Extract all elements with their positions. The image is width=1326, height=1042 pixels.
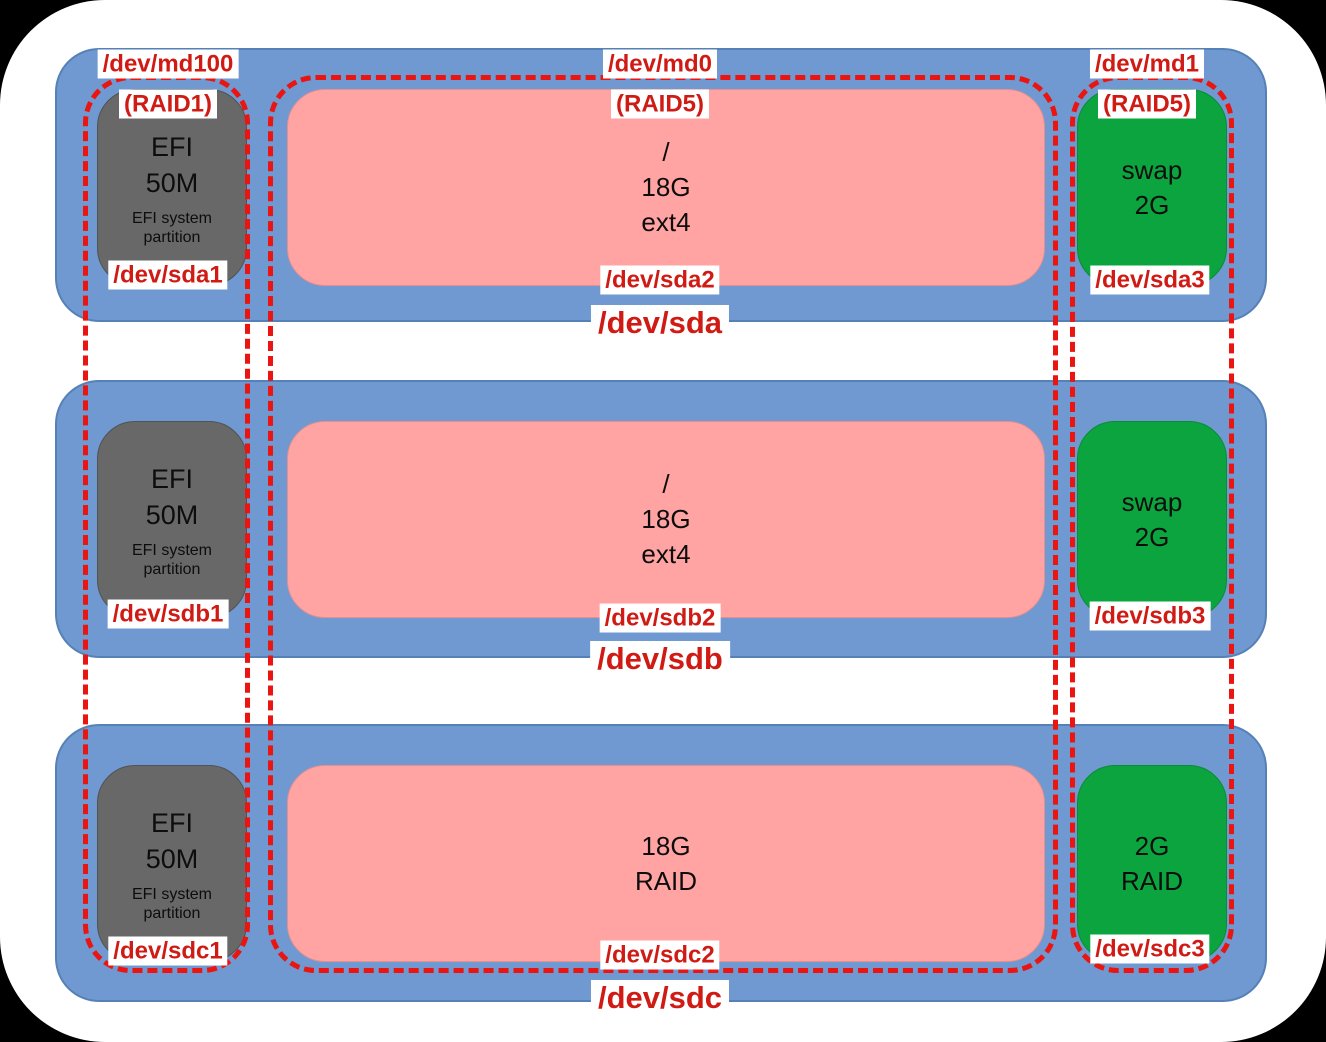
disk-sdc: EFI 50M EFI system partition 18G RAID 2G… (55, 724, 1267, 1002)
device-label-sda1: /dev/sda1 (108, 260, 228, 290)
partition-sdb1-name: EFI (150, 463, 193, 494)
device-label-sdc3: /dev/sdc3 (1090, 934, 1210, 964)
device-label-sda3: /dev/sda3 (1090, 265, 1210, 295)
raid-label-md1: /dev/md1 (1089, 49, 1205, 79)
partition-sdb3-name: swap (1121, 486, 1183, 517)
device-label-sda2: /dev/sda2 (600, 265, 720, 295)
raid-type-label-md0: (RAID5) (611, 89, 709, 119)
partition-sdc1-name: EFI (150, 807, 193, 838)
partition-sda1-desc-line1: EFI system (131, 209, 212, 227)
partition-sdb3: swap 2G (1077, 421, 1227, 618)
partition-sdb1-size: 50M (145, 499, 199, 530)
partition-sda3-size: 2G (1134, 189, 1170, 220)
device-label-sdc2: /dev/sdc2 (600, 940, 720, 970)
partition-sdc2-size: 18G (641, 830, 691, 861)
partition-sda1-size: 50M (145, 167, 199, 198)
partition-sdc1-desc-line1: EFI system (131, 885, 212, 903)
partition-sda3: swap 2G (1077, 89, 1227, 286)
partition-sda2-mountpoint: / (662, 137, 670, 167)
disk-label-sdc: /dev/sdc (590, 980, 730, 1016)
raid-type-label-md1: (RAID5) (1098, 89, 1196, 119)
device-label-sdc1: /dev/sdc1 (108, 936, 228, 966)
raid-label-md100: /dev/md100 (97, 49, 239, 79)
partition-sdb1: EFI 50M EFI system partition (97, 421, 247, 618)
partition-sdb2-mountpoint: / (662, 469, 670, 499)
device-label-sdb2: /dev/sdb2 (599, 603, 721, 633)
partition-sda2: / 18G ext4 (287, 89, 1045, 286)
partition-sdb3-size: 2G (1134, 521, 1170, 552)
raid-label-md0: /dev/md0 (602, 49, 718, 79)
disk-label-sda: /dev/sda (590, 305, 730, 341)
partition-sdb2-fstype: ext4 (641, 539, 691, 569)
partition-sda1-desc-line2: partition (143, 228, 201, 246)
partition-sda1-name: EFI (150, 131, 193, 162)
partition-sdc3: 2G RAID (1077, 765, 1227, 962)
partition-sdc1-desc-line2: partition (143, 904, 201, 922)
partition-sdb2: / 18G ext4 (287, 421, 1045, 618)
partition-sdc1: EFI 50M EFI system partition (97, 765, 247, 962)
partition-sda1: EFI 50M EFI system partition (97, 89, 247, 286)
partition-sdb1-desc-line1: EFI system (131, 541, 212, 559)
partition-sdc2-usage: RAID (634, 865, 698, 896)
partition-sdb1-desc-line2: partition (143, 560, 201, 578)
disk-label-sdb: /dev/sdb (590, 641, 730, 677)
partition-sdc3-usage: RAID (1120, 865, 1184, 896)
device-label-sdb1: /dev/sdb1 (107, 599, 229, 629)
raid-type-label-md100: (RAID1) (119, 89, 217, 119)
device-label-sdb3: /dev/sdb3 (1089, 601, 1211, 631)
partition-sda2-fstype: ext4 (641, 207, 691, 237)
partition-sdc1-size: 50M (145, 843, 199, 874)
partition-sdb2-size: 18G (641, 504, 691, 534)
partition-sda2-size: 18G (641, 172, 691, 202)
partition-sdc3-size: 2G (1134, 830, 1170, 861)
partition-sda3-name: swap (1121, 154, 1183, 185)
partition-sdc2: 18G RAID (287, 765, 1045, 962)
